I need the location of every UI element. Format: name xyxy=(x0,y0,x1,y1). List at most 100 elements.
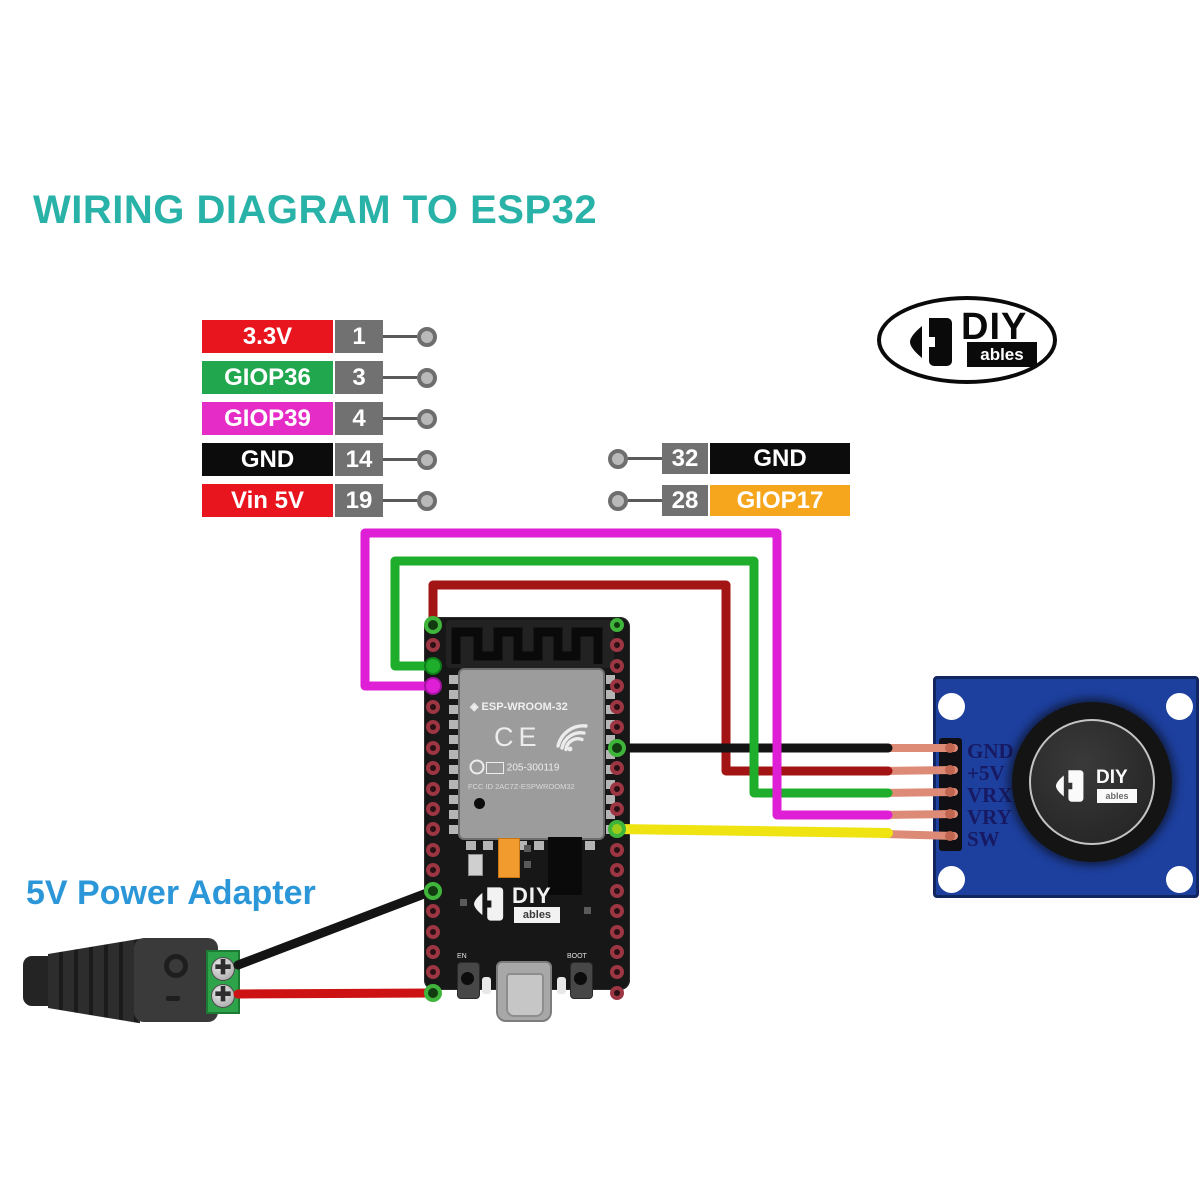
pin-terminal-circle xyxy=(417,408,437,429)
esp32-pin xyxy=(610,801,624,816)
esp32-pin xyxy=(426,679,440,694)
diyables-logo: DIY ables xyxy=(877,296,1057,384)
joystick-pin-header xyxy=(939,738,962,851)
pin-terminal-circle xyxy=(608,448,628,469)
esp32-pin xyxy=(426,822,440,837)
esp32-pin xyxy=(610,924,624,939)
pin-row-gnd-left: GND 14 xyxy=(202,443,437,476)
usb-shield-tab xyxy=(482,977,491,994)
esp32-pin xyxy=(426,863,440,878)
pin-label-giop36: GIOP36 xyxy=(202,361,333,394)
mounting-hole xyxy=(1166,866,1193,893)
joystick-pin-label-gnd: GND xyxy=(967,739,1014,763)
regulatory-box-icon xyxy=(486,762,504,774)
pin-label-3v3: 3.3V xyxy=(202,320,333,353)
esp32-pin xyxy=(610,638,624,653)
joystick-pin-label-sw: SW xyxy=(967,827,1000,851)
ce-mark: CE xyxy=(494,722,542,752)
esp32-pin xyxy=(426,985,440,1000)
esp32-pin xyxy=(426,638,440,653)
module-name: ◈ ESP-WROOM-32 xyxy=(470,700,568,713)
esp32-pin xyxy=(426,618,440,632)
module-name-text: ESP-WROOM-32 xyxy=(481,701,568,713)
esp32-logo-subtext: ables xyxy=(514,907,560,923)
joystick-module: GND +5V VRX VRY SW DIY ables xyxy=(933,676,1199,898)
pin-connector-line xyxy=(383,417,417,420)
diyables-logo-text: DIY xyxy=(961,306,1028,348)
esp32-pin xyxy=(426,801,440,816)
pin-terminal-circle xyxy=(417,449,437,470)
micro-usb-port xyxy=(496,961,552,1022)
pin-row-giop39: GIOP39 4 xyxy=(202,402,437,435)
joystick-logo-icon xyxy=(1055,770,1084,802)
capacitor-orange xyxy=(498,838,520,878)
mounting-hole xyxy=(938,866,965,893)
pin-number-3: 3 xyxy=(335,361,383,394)
module-pads-bottom xyxy=(466,841,598,850)
esp32-pin xyxy=(610,822,624,837)
esp32-pin xyxy=(610,618,624,632)
esp32-pin xyxy=(426,965,440,980)
capacitor-silver xyxy=(468,854,483,876)
pin-connector-line xyxy=(628,499,662,502)
pin-label-vin5v: Vin 5V xyxy=(202,484,333,517)
pin-label-gnd: GND xyxy=(202,443,333,476)
en-button-label: EN xyxy=(457,953,467,960)
esp32-pin xyxy=(610,720,624,735)
pin-row-gnd-right: 32 GND xyxy=(608,443,850,474)
wire-giop17-to-sw xyxy=(612,824,893,838)
esp32-pin xyxy=(426,883,440,898)
esp32-antenna-trace xyxy=(451,627,603,664)
pin-terminal-circle xyxy=(417,326,437,347)
terminal-screw-negative: ✚ xyxy=(211,984,235,1008)
esp32-pin xyxy=(610,945,624,960)
pin-terminal-circle xyxy=(608,490,628,511)
esp32-pin xyxy=(610,863,624,878)
pin-label-gnd-right: GND xyxy=(710,443,850,474)
esp32-pin xyxy=(610,679,624,694)
esp32-pin xyxy=(426,699,440,714)
esp32-pin xyxy=(426,842,440,857)
smd-component xyxy=(460,899,467,906)
diyables-logo-icon xyxy=(910,318,952,366)
recycle-icon xyxy=(469,759,485,775)
pin-terminal-circle xyxy=(417,490,437,511)
boot-button xyxy=(570,962,593,999)
esp32-diyables-logo: DIY ables xyxy=(472,883,572,927)
joystick-diyables-logo: DIY ables xyxy=(1054,767,1144,807)
en-button xyxy=(457,962,480,999)
module-fcc-id: FCC ID 2AC7Z-ESPWROOM32 xyxy=(468,782,575,791)
pin-number-14: 14 xyxy=(335,443,383,476)
pin-row-giop36: GIOP36 3 xyxy=(202,361,437,394)
barrel-jack-strain-relief xyxy=(48,938,140,1024)
mounting-hole xyxy=(938,693,965,720)
joystick-logo-text: DIY xyxy=(1096,767,1128,788)
espressif-logo-icon: ◈ xyxy=(470,701,479,713)
pin-label-giop17: GIOP17 xyxy=(710,485,850,516)
joystick-knob xyxy=(1029,719,1155,845)
barrel-jack-minus-mark xyxy=(166,996,180,1001)
module-serial: 205-300119 xyxy=(506,762,560,774)
pin-number-32: 32 xyxy=(662,443,708,474)
pin-connector-line xyxy=(383,458,417,461)
page-title: WIRING DIAGRAM TO ESP32 xyxy=(33,188,598,232)
esp32-pin xyxy=(426,904,440,919)
esp32-pin xyxy=(426,720,440,735)
joystick-pin-label-vry: VRY xyxy=(967,805,1012,829)
esp32-pin xyxy=(426,945,440,960)
power-adapter-label: 5V Power Adapter xyxy=(26,874,316,912)
pin-label-giop39: GIOP39 xyxy=(202,402,333,435)
esp32-pin xyxy=(426,781,440,796)
usb-shield-tab xyxy=(557,977,566,994)
joystick-pin-label-5v: +5V xyxy=(967,761,1005,785)
pin-row-vin5v: Vin 5V 19 xyxy=(202,484,437,517)
module-pads-left xyxy=(449,675,458,835)
esp32-logo-text: DIY xyxy=(512,883,552,908)
esp32-board: ◈ ESP-WROOM-32 CE 205-300119 FCC ID 2AC7… xyxy=(424,617,630,1022)
esp32-pin xyxy=(610,904,624,919)
pin-connector-line xyxy=(383,499,417,502)
pin-row-giop17: 28 GIOP17 xyxy=(608,485,850,516)
pin-connector-line xyxy=(628,457,662,460)
esp32-pin xyxy=(610,842,624,857)
